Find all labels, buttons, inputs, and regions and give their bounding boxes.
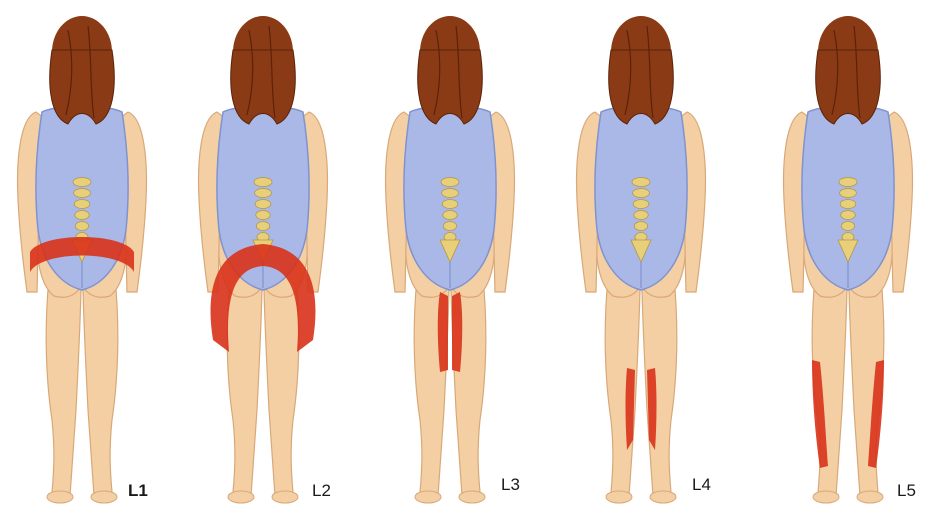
pain-area-left <box>438 292 448 372</box>
right-foot <box>91 491 117 503</box>
vertebra <box>74 200 90 209</box>
figure-l5 <box>784 16 913 503</box>
hair-lower <box>816 50 881 124</box>
label-l4: L4 <box>692 475 711 495</box>
vertebra <box>443 211 457 220</box>
figure-l4 <box>577 16 706 503</box>
figure-l2 <box>199 16 328 503</box>
label-l5: L5 <box>897 481 916 501</box>
vertebra <box>841 222 854 231</box>
right-foot <box>272 491 298 503</box>
hair-lower <box>609 50 674 124</box>
pain-area-right <box>452 292 462 372</box>
vertebra <box>254 178 272 187</box>
vertebra <box>443 222 456 231</box>
vertebra <box>255 200 271 209</box>
right-foot <box>857 491 883 503</box>
left-leg <box>227 278 262 496</box>
left-foot <box>813 491 839 503</box>
hair-lower <box>418 50 483 124</box>
left-foot <box>47 491 73 503</box>
vertebra <box>256 222 269 231</box>
left-foot <box>228 491 254 503</box>
left-leg <box>605 278 640 496</box>
label-l1: L1 <box>128 481 148 501</box>
vertebra <box>442 189 459 198</box>
vertebra <box>75 211 89 220</box>
vertebra <box>441 178 459 187</box>
vertebra <box>839 178 857 187</box>
vertebra <box>255 189 272 198</box>
figure-l1 <box>18 16 147 503</box>
vertebra <box>634 222 647 231</box>
label-l3: L3 <box>501 475 520 495</box>
vertebra <box>840 189 857 198</box>
figure-l3 <box>386 16 515 503</box>
right-foot <box>650 491 676 503</box>
vertebra <box>74 189 91 198</box>
label-l2: L2 <box>312 481 331 501</box>
left-leg <box>46 278 81 496</box>
vertebra <box>841 211 855 220</box>
vertebra <box>75 222 88 231</box>
right-leg <box>83 278 118 496</box>
right-foot <box>459 491 485 503</box>
vertebra <box>840 200 856 209</box>
vertebra <box>73 178 91 187</box>
vertebra <box>256 211 270 220</box>
right-leg <box>264 278 299 496</box>
hair-lower <box>50 50 115 124</box>
right-leg <box>642 278 677 496</box>
hair-lower <box>231 50 296 124</box>
vertebra <box>442 200 458 209</box>
vertebra <box>632 178 650 187</box>
vertebra <box>634 211 648 220</box>
vertebra <box>633 200 649 209</box>
left-foot <box>606 491 632 503</box>
left-foot <box>415 491 441 503</box>
vertebra <box>633 189 650 198</box>
